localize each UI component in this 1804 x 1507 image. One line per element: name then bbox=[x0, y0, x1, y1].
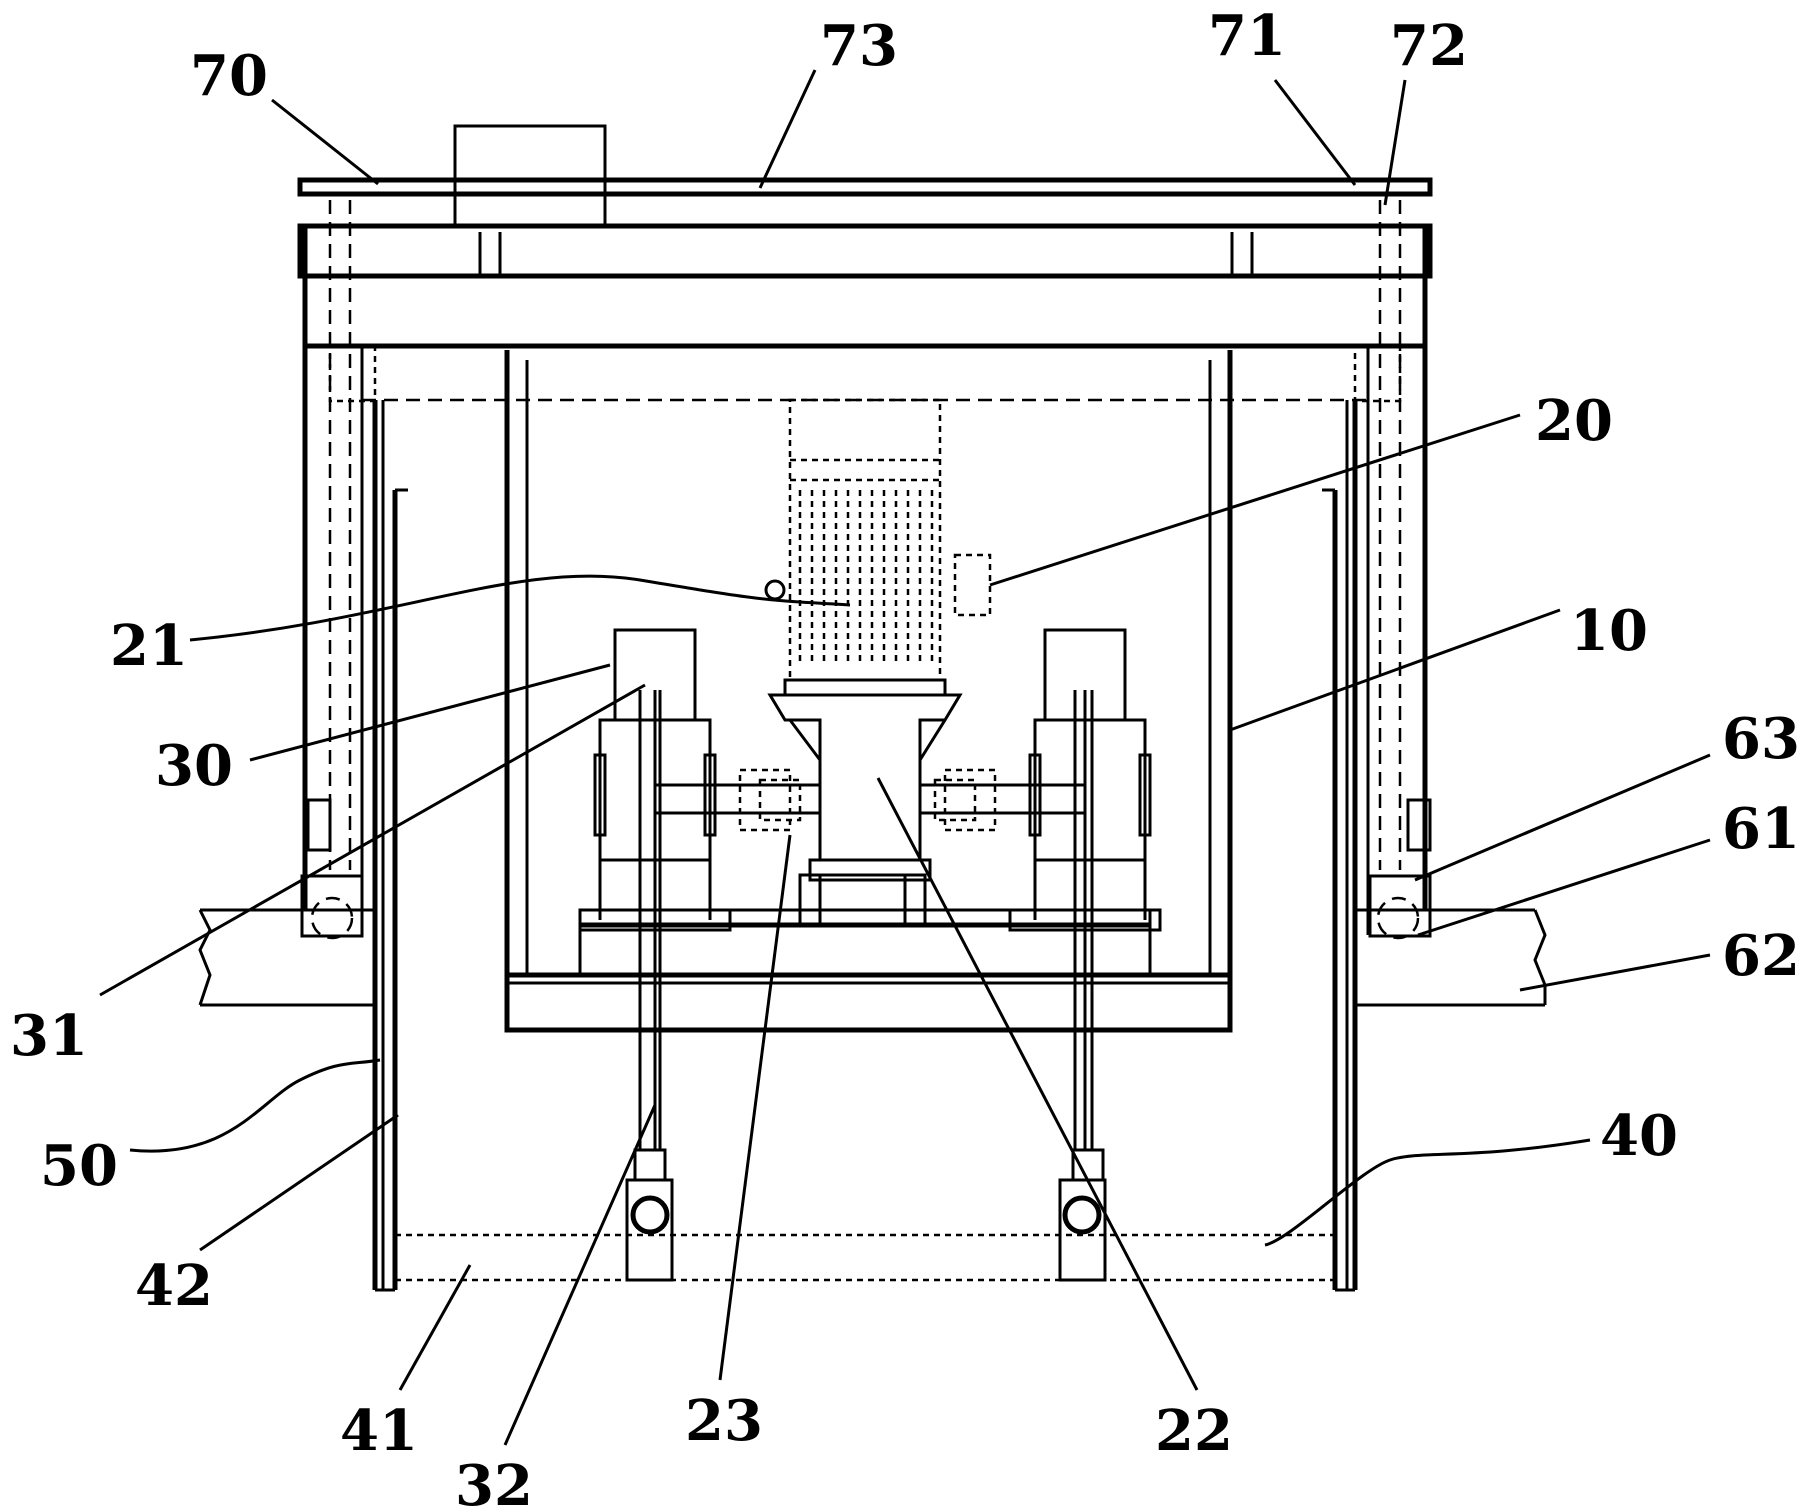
label-50: 50 bbox=[40, 1133, 118, 1199]
label-40: 40 bbox=[1600, 1103, 1678, 1169]
label-22: 22 bbox=[1155, 1398, 1233, 1464]
label-70: 70 bbox=[190, 43, 268, 109]
label-32: 32 bbox=[455, 1453, 533, 1507]
label-62: 62 bbox=[1722, 923, 1800, 989]
label-23: 23 bbox=[685, 1388, 763, 1454]
reference-numerals: 70 73 71 72 20 21 10 30 63 61 62 31 50 4… bbox=[10, 3, 1800, 1507]
gearbox bbox=[767, 693, 963, 882]
label-31: 31 bbox=[10, 1003, 88, 1069]
base-platform bbox=[578, 873, 1152, 977]
leader-lines bbox=[99, 69, 1711, 1446]
right-column bbox=[1353, 200, 1432, 940]
right-guide-rail bbox=[1322, 400, 1358, 1292]
label-41: 41 bbox=[340, 1398, 418, 1464]
label-73: 73 bbox=[820, 13, 898, 79]
left-hook-pulley bbox=[625, 1148, 674, 1282]
label-42: 42 bbox=[135, 1253, 213, 1319]
shafts-couplings bbox=[653, 768, 1087, 832]
left-column bbox=[300, 200, 377, 940]
left-floor-slab bbox=[198, 908, 375, 1007]
left-winch bbox=[578, 628, 732, 1150]
motor bbox=[764, 398, 992, 697]
label-20: 20 bbox=[1535, 388, 1613, 454]
label-63: 63 bbox=[1722, 706, 1800, 772]
label-10: 10 bbox=[1570, 598, 1648, 664]
label-71: 71 bbox=[1208, 3, 1286, 69]
left-guide-rail bbox=[372, 400, 408, 1292]
right-winch bbox=[1008, 628, 1162, 1150]
label-72: 72 bbox=[1390, 13, 1468, 79]
label-21: 21 bbox=[110, 613, 188, 679]
right-floor-slab bbox=[1355, 908, 1547, 1007]
lifting-platform bbox=[393, 1233, 1337, 1282]
label-30: 30 bbox=[155, 733, 233, 799]
top-plate bbox=[297, 124, 1433, 349]
label-61: 61 bbox=[1722, 796, 1800, 862]
